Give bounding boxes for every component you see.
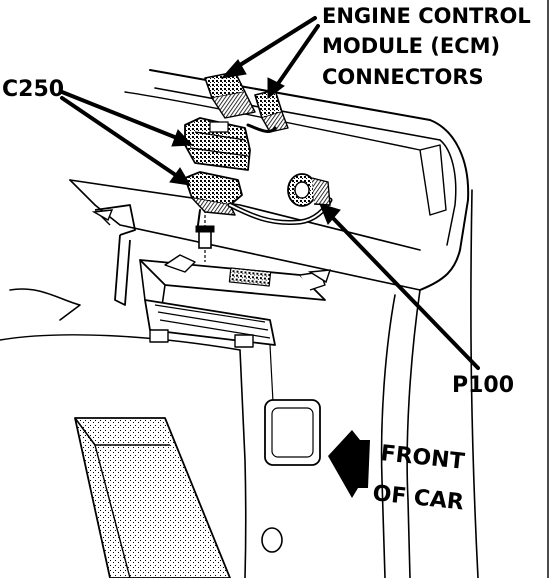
- cowl-lower-edge: [154, 87, 441, 141]
- ecm-label-line-3: CONNECTORS: [322, 65, 484, 89]
- ecm-tab-left: [149, 329, 169, 343]
- c250-label: C250: [2, 77, 64, 102]
- ecm-label-line-1: ENGINE CONTROL: [322, 4, 531, 28]
- lower-left-panel: [74, 417, 231, 578]
- access-hole: [261, 527, 283, 553]
- front-direction-arrow: [328, 430, 370, 498]
- dash-underside-rear: [69, 179, 96, 206]
- ecm-connector-left: [204, 71, 256, 119]
- a-pillar-inner: [439, 139, 457, 246]
- p100-leader-arrow: [319, 203, 480, 370]
- mounting-bolt: [195, 210, 215, 262]
- cowl-upper-edge: [149, 69, 431, 121]
- ecm-label-line-2: MODULE (ECM): [322, 34, 500, 58]
- ecm-module: [139, 254, 326, 348]
- p100-label: P100: [452, 373, 514, 398]
- kick-panel-edge-3: [470, 189, 479, 578]
- center-console-edge: [239, 349, 247, 578]
- c250-upper-connector: [184, 117, 251, 171]
- ecm-label-plate: [228, 267, 272, 287]
- panel-top-edge: [124, 91, 421, 151]
- c250-leader-arrow-1: [60, 90, 194, 147]
- leader-arrows: [60, 16, 480, 370]
- ecm-tab-right: [234, 334, 254, 348]
- vent-opening: [264, 399, 321, 466]
- front-of-car-label-line-2: OF CAR: [371, 481, 465, 515]
- pillar-window: [419, 144, 447, 216]
- c250-lower-connector: [184, 171, 243, 216]
- front-of-car-label-line-1: FRONT: [379, 441, 465, 475]
- ecm-connector-right: [254, 89, 289, 133]
- kick-panel-edge-1: [380, 294, 396, 578]
- lower-left-trim: [9, 288, 81, 321]
- ecm-leader-arrow-1: [220, 16, 317, 79]
- floor-line: [0, 334, 241, 351]
- dash-underside-left: [69, 179, 421, 251]
- p100-connector: [287, 173, 331, 207]
- kick-panel-edge-2: [406, 289, 421, 578]
- c250-leader-arrow-2: [60, 96, 191, 186]
- dash-tabs: [91, 209, 332, 284]
- ecm-leader-arrow-2: [267, 24, 320, 99]
- ecm-clip: [164, 254, 196, 273]
- a-pillar-outer: [419, 119, 470, 291]
